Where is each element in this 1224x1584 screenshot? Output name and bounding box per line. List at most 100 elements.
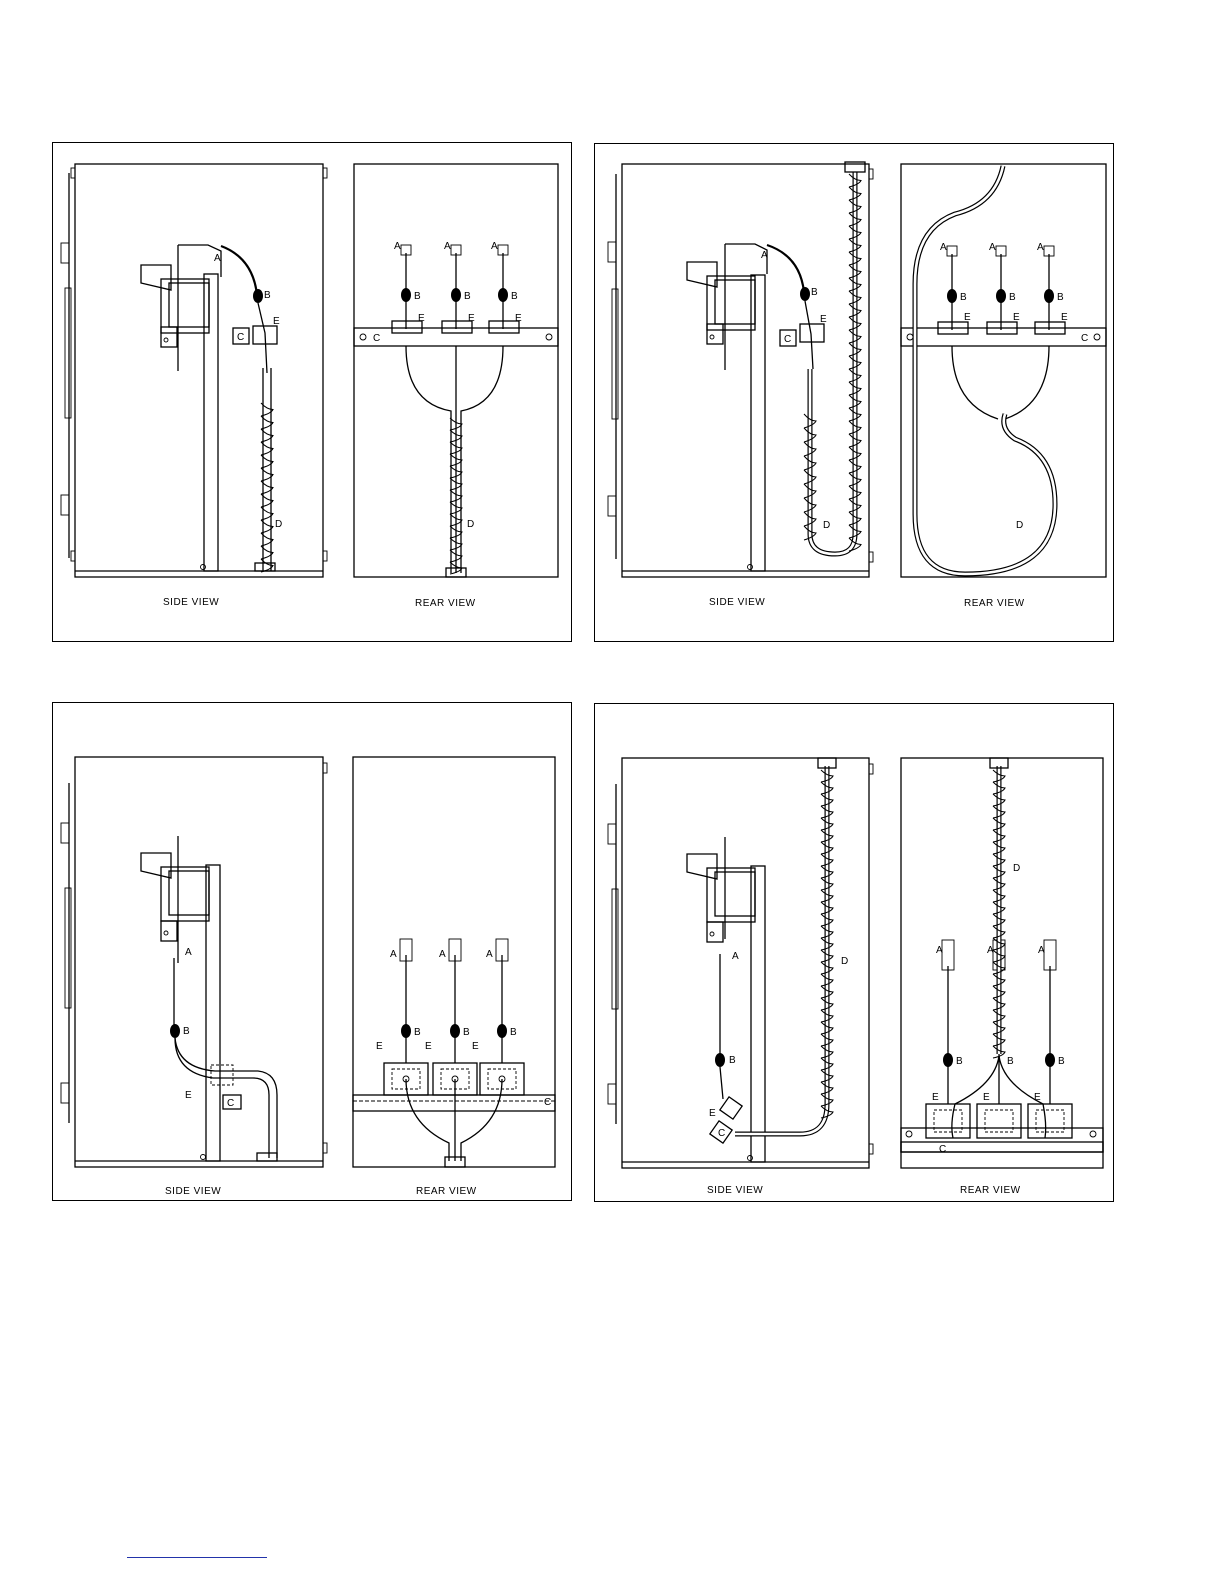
panel-1-drawing: C E A B D ABEABEABE C D SIDE VIEW REAR V… bbox=[53, 143, 571, 640]
callout-label: A bbox=[390, 949, 397, 960]
clamp-outline bbox=[1036, 1110, 1064, 1132]
svg-text:B: B bbox=[811, 287, 818, 298]
callout-label: E bbox=[468, 313, 475, 324]
callout-label: E bbox=[964, 312, 971, 323]
side-view-enclosure bbox=[608, 758, 873, 1168]
callout-label: B bbox=[510, 1027, 517, 1038]
callout-label: E bbox=[425, 1041, 432, 1052]
svg-text:C: C bbox=[1081, 333, 1088, 344]
callout-label: E bbox=[983, 1092, 990, 1103]
callout-label: B bbox=[960, 292, 967, 303]
rear-view-caption: REAR VIEW bbox=[960, 1185, 1021, 1196]
svg-text:C: C bbox=[718, 1128, 725, 1139]
callout-label: B bbox=[511, 291, 518, 302]
cable-bundle bbox=[952, 1056, 999, 1138]
side-view-enclosure bbox=[61, 164, 327, 577]
svg-text:D: D bbox=[467, 519, 474, 530]
splice bbox=[1045, 1053, 1055, 1067]
callout-label: B bbox=[956, 1056, 963, 1067]
clamp bbox=[926, 1104, 970, 1138]
rear-view-enclosure bbox=[901, 758, 1103, 1168]
callout-label: B bbox=[464, 291, 471, 302]
svg-text:A: A bbox=[761, 250, 768, 261]
svg-text:E: E bbox=[273, 316, 280, 327]
panel-2-drawing: C E A B D ABEABEABE C D SIDE VIEW REAR V… bbox=[595, 144, 1113, 641]
splice bbox=[401, 1024, 411, 1038]
callout-label: B bbox=[1058, 1056, 1065, 1067]
rear-view-enclosure bbox=[353, 757, 555, 1167]
clamp-outline bbox=[934, 1110, 962, 1132]
splice bbox=[498, 288, 508, 302]
cable-bundle bbox=[461, 1079, 502, 1161]
svg-text:E: E bbox=[185, 1090, 192, 1101]
rear-view-caption: REAR VIEW bbox=[964, 598, 1025, 609]
cable-bundle bbox=[461, 346, 503, 573]
svg-text:D: D bbox=[823, 520, 830, 531]
footer-rule bbox=[127, 1557, 267, 1558]
rear-view-caption: REAR VIEW bbox=[415, 598, 476, 609]
clamp-outline bbox=[985, 1110, 1013, 1132]
cable-bundle bbox=[952, 346, 998, 419]
svg-text:D: D bbox=[275, 519, 282, 530]
svg-text:A: A bbox=[185, 947, 192, 958]
callout-label: A bbox=[444, 241, 451, 252]
terminal bbox=[1044, 940, 1056, 970]
breaker-device bbox=[141, 836, 209, 963]
side-view-enclosure bbox=[61, 757, 327, 1167]
svg-text:E: E bbox=[820, 314, 827, 325]
rear-view-caption: REAR VIEW bbox=[416, 1186, 477, 1197]
side-view-caption: SIDE VIEW bbox=[165, 1186, 221, 1197]
svg-text:C: C bbox=[373, 333, 380, 344]
callout-label: A bbox=[491, 241, 498, 252]
callout-label: A bbox=[439, 949, 446, 960]
svg-text:D: D bbox=[1013, 863, 1020, 874]
callout-label: A bbox=[989, 242, 996, 253]
cable-bundle bbox=[406, 346, 451, 573]
diagram-panel-4: A B E C D AEAEAEBBB C D SIDE VIEW REAR V… bbox=[594, 703, 1114, 1202]
callout-label: B bbox=[1057, 292, 1064, 303]
splice bbox=[450, 1024, 460, 1038]
callout-label: A bbox=[486, 949, 493, 960]
callout-label: E bbox=[472, 1041, 479, 1052]
splice bbox=[996, 289, 1006, 303]
svg-text:B: B bbox=[264, 290, 271, 301]
breaker-device bbox=[687, 244, 767, 370]
callout-label: B bbox=[414, 1027, 421, 1038]
svg-text:E: E bbox=[709, 1108, 716, 1119]
clamp bbox=[1028, 1104, 1072, 1138]
cable-bundle bbox=[1005, 346, 1049, 419]
svg-text:B: B bbox=[183, 1026, 190, 1037]
callout-label: B bbox=[414, 291, 421, 302]
svg-text:C: C bbox=[784, 334, 791, 345]
callout-label: A bbox=[394, 241, 401, 252]
side-view-caption: SIDE VIEW bbox=[707, 1185, 763, 1196]
svg-text:C: C bbox=[544, 1097, 551, 1108]
callout-label: E bbox=[376, 1041, 383, 1052]
callout-label: E bbox=[1013, 312, 1020, 323]
callout-label: E bbox=[1061, 312, 1068, 323]
callout-label: B bbox=[1007, 1056, 1014, 1067]
splice bbox=[401, 288, 411, 302]
callout-label: A bbox=[1038, 945, 1045, 956]
clamp bbox=[977, 1104, 1021, 1138]
svg-text:D: D bbox=[1016, 520, 1023, 531]
diagram-panel-2: C E A B D ABEABEABE C D SIDE VIEW REAR V… bbox=[594, 143, 1114, 642]
svg-text:C: C bbox=[227, 1098, 234, 1109]
svg-text:A: A bbox=[214, 253, 221, 264]
splice bbox=[451, 288, 461, 302]
callout-label: E bbox=[515, 313, 522, 324]
callout-label: A bbox=[936, 945, 943, 956]
svg-text:D: D bbox=[841, 956, 848, 967]
callout-label: A bbox=[940, 242, 947, 253]
splice bbox=[497, 1024, 507, 1038]
svg-text:C: C bbox=[237, 332, 244, 343]
svg-text:C: C bbox=[939, 1144, 946, 1155]
splice bbox=[947, 289, 957, 303]
splice bbox=[943, 1053, 953, 1067]
